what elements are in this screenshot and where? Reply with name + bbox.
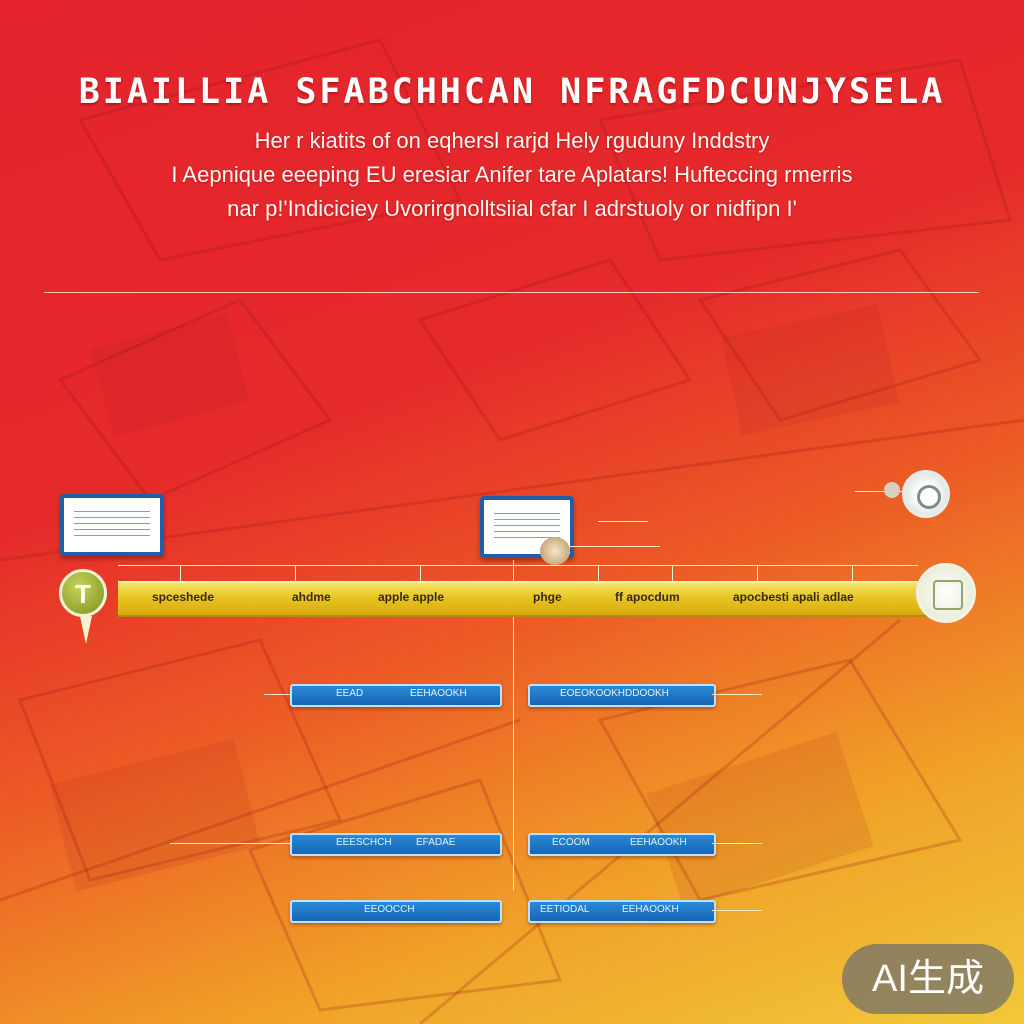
timeline-segment-label: apocbesti apali adlae (733, 590, 854, 604)
document-icon (60, 494, 164, 556)
timeline-tick (852, 565, 853, 583)
lane-label: EFADAE (416, 837, 456, 848)
lane-label: EEOOCCH (364, 904, 415, 915)
lane-label: EETIODAL (540, 904, 590, 915)
end-node-icon (916, 563, 976, 623)
ai-generated-badge: AI生成 (842, 944, 1014, 1014)
timeline-tick (420, 565, 421, 583)
lane-pill: EOEOKOOKHDDOOKH (528, 684, 716, 707)
lane-arrow (712, 910, 762, 911)
lane-arrow (712, 843, 762, 844)
lane-label: EEESCHCH (336, 837, 392, 848)
lane-label: EEHAOOKH (630, 837, 687, 848)
timeline-center-line (513, 560, 514, 890)
timeline-top-rule (118, 565, 918, 566)
timeline-segment-label: ahdme (292, 590, 331, 604)
lane-label: EEHAOOKH (622, 904, 679, 915)
lane-arrow (170, 843, 290, 844)
connector-line (598, 521, 648, 522)
start-node-pin-icon (80, 616, 92, 644)
timeline-tick (295, 565, 296, 583)
timeline-tick (672, 565, 673, 583)
lane-pill: ECOOM EEHAOOKH (528, 833, 716, 856)
connector-line (855, 491, 905, 492)
timeline-segment-label: phge (533, 590, 562, 604)
lane-label: EEAD (336, 688, 364, 699)
lane-pill: EEAD EEHAOOKH (290, 684, 502, 707)
timeline-segment-label: ff apocdum (615, 590, 680, 604)
connector-line (570, 546, 660, 547)
lane-pill: EEESCHCH EFADAE (290, 833, 502, 856)
lane-label: ECOOM (552, 837, 590, 848)
timeline-segment-label: apple apple (378, 590, 445, 604)
subtitle-line-2: I Aepnique eeeping EU eresiar Anifer tar… (171, 162, 853, 187)
lane-pill: EEOOCCH (290, 900, 502, 923)
lane-arrow (264, 694, 290, 695)
pin-marker-icon (540, 537, 570, 565)
lane-label: EEHAOOKH (410, 688, 467, 699)
timeline-segment-label: spceshede (152, 590, 215, 604)
page-title: BIAILLIA SFABCHHCAN NFRAGFDCUNJYSELA (78, 72, 946, 112)
timeline-tick (757, 565, 758, 583)
start-node-icon: T (59, 569, 107, 617)
lane-arrow (712, 694, 762, 695)
header-divider (44, 292, 979, 293)
subtitle-line-3: nar p!'Indiciciey Uvorirgnolltsiial cfar… (227, 196, 797, 221)
timeline-tick (180, 565, 181, 583)
timeline-tick (598, 565, 599, 583)
target-node-icon (902, 470, 950, 518)
connector-dot-icon (884, 482, 900, 498)
timeline-bar (118, 581, 938, 617)
lane-pill: EETIODAL EEHAOOKH (528, 900, 716, 923)
lane-label: EOEOKOOKHDDOOKH (560, 688, 669, 699)
subtitle-line-1: Her r kiatits of on eqhersl rarjd Hely r… (254, 128, 770, 153)
